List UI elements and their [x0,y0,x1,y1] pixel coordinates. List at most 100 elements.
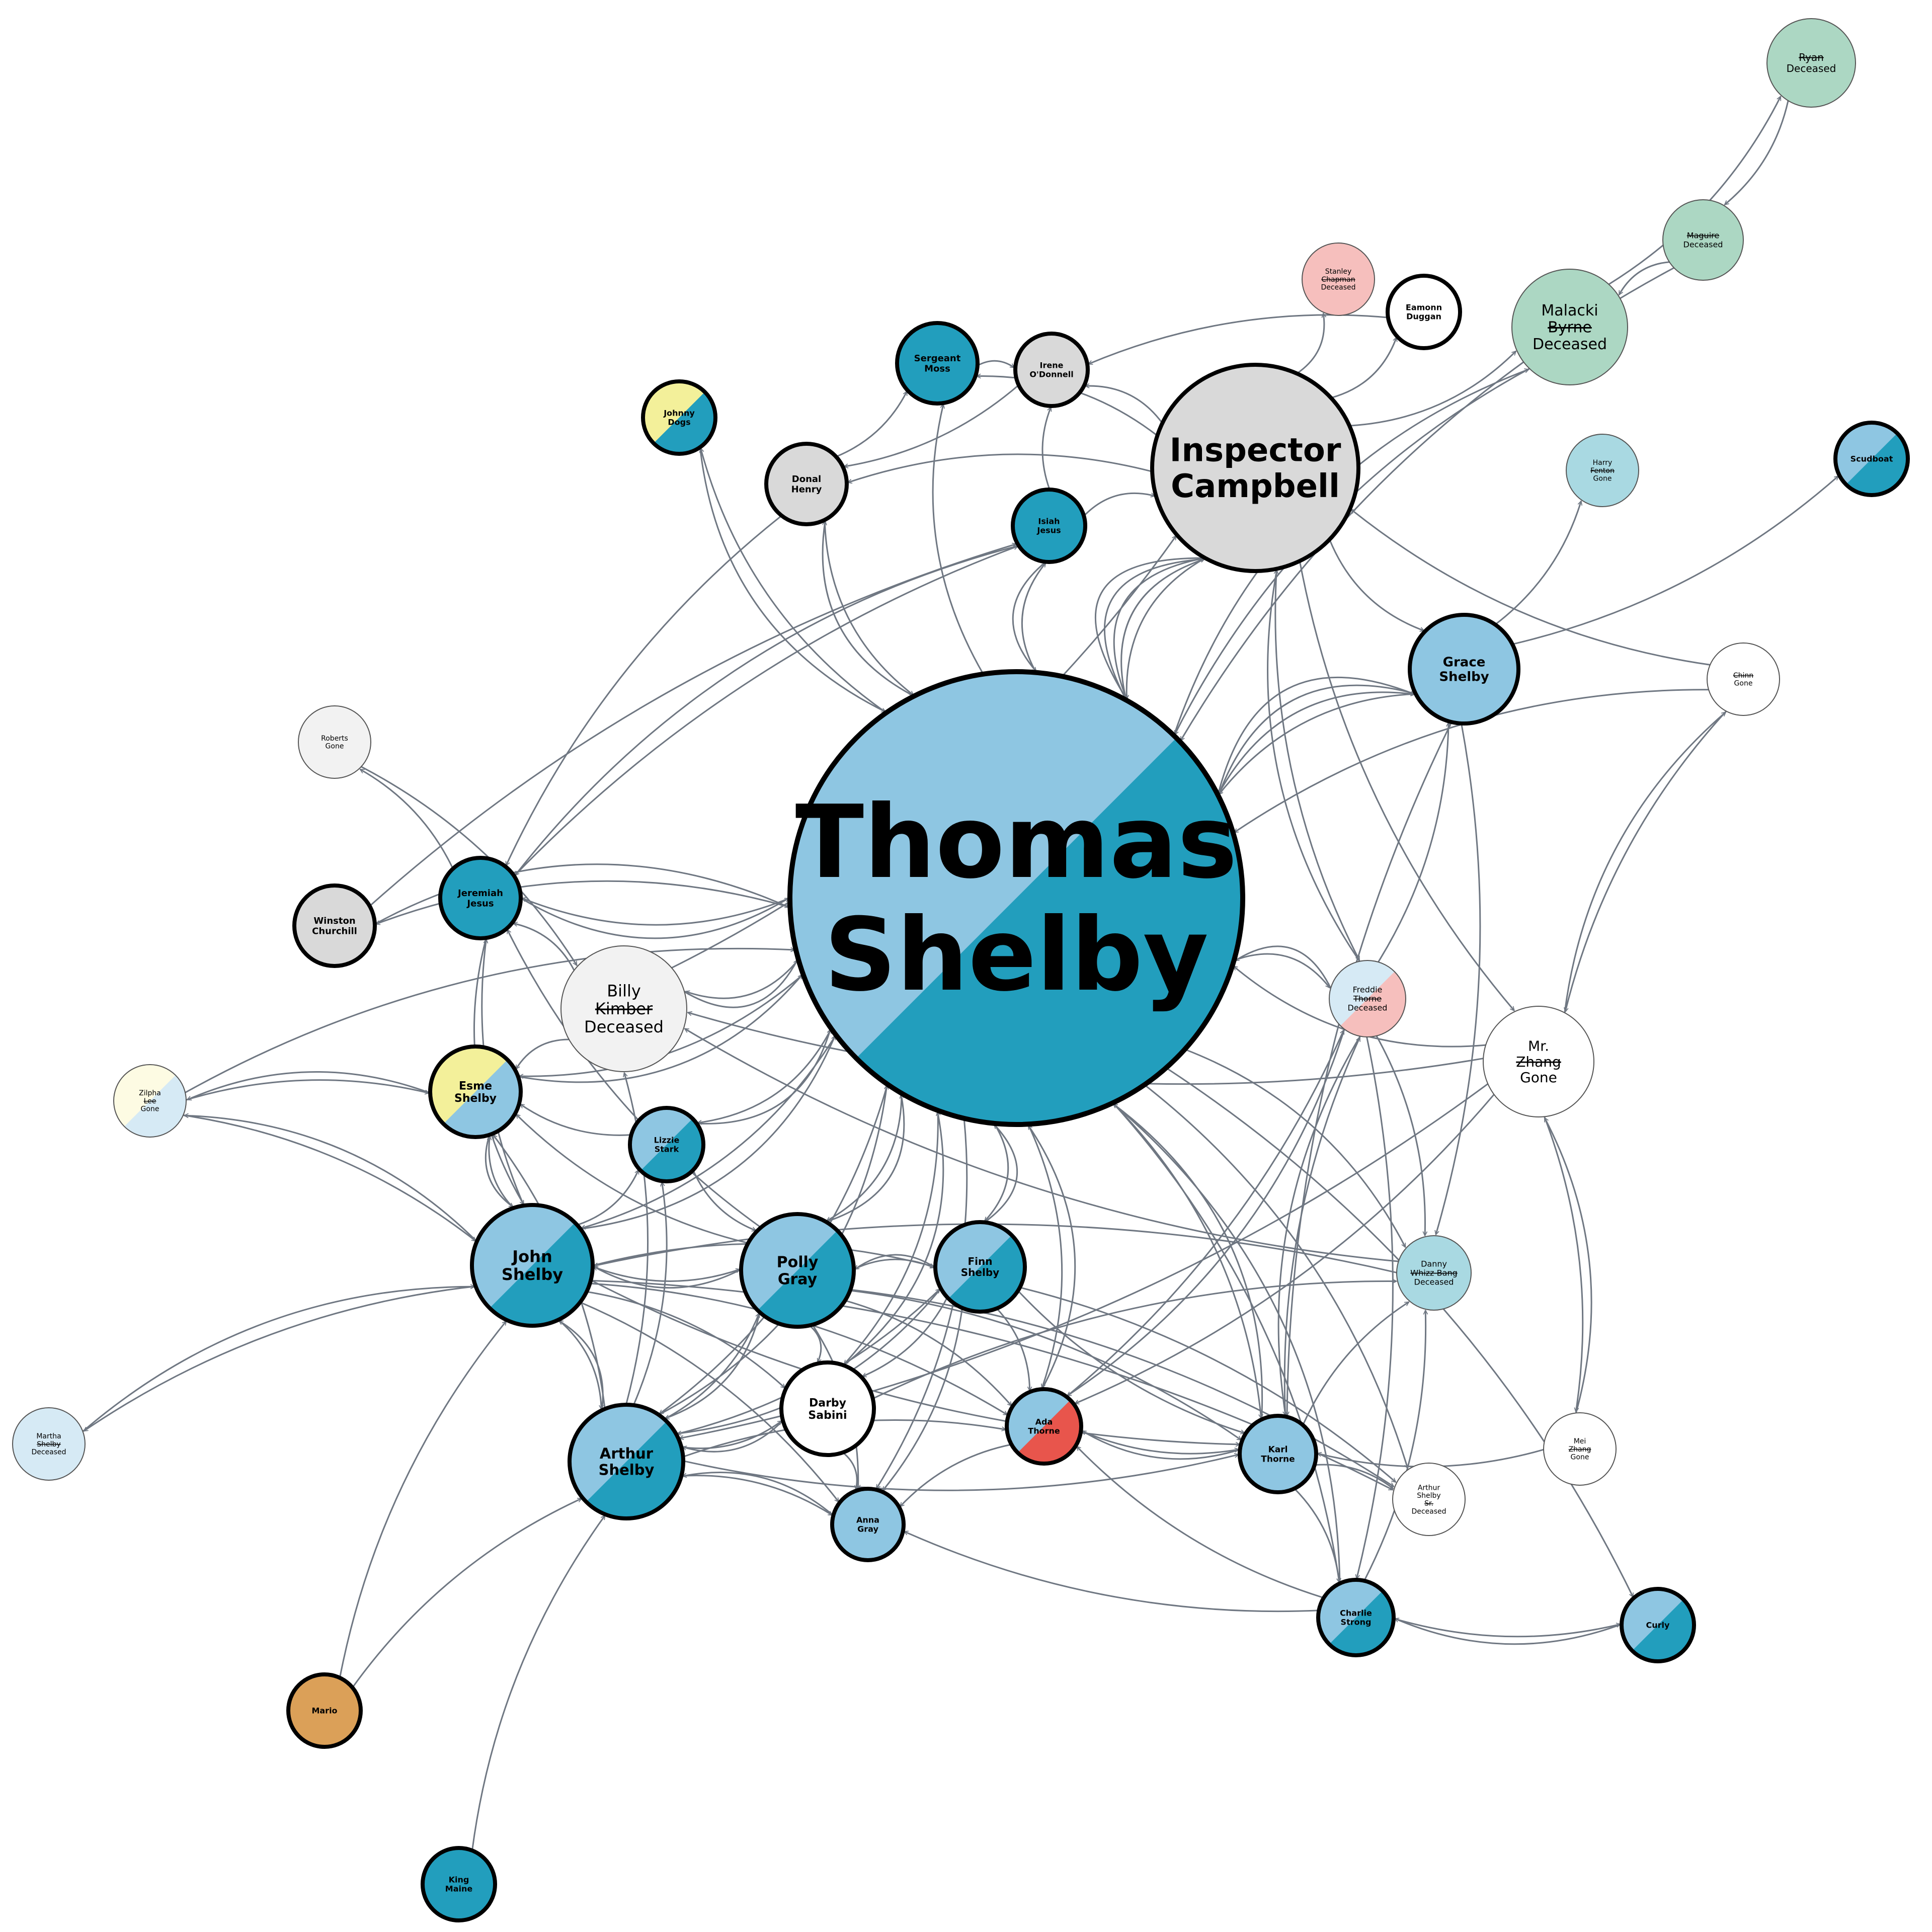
node-mario[interactable]: Mario [286,1672,363,1749]
node-isiah-label-line: Isiah [1038,517,1060,526]
node-curly-fill-b [1632,1599,1694,1661]
node-lizzie-label-line: Lizzie [654,1136,680,1145]
node-curly[interactable]: Curly [1620,1587,1696,1663]
edge-thomas-to-johnny [701,448,887,713]
node-curly-label-line: Curly [1646,1621,1670,1630]
node-billy-label-line: Kimber [595,999,653,1018]
node-thomas-circle [787,669,1245,1127]
edge-zhang-to-ada [1075,1094,1495,1404]
edge-layer [82,96,1839,1851]
edge-john-to-lizzie [577,1170,639,1226]
node-arthursr-circle [1392,1463,1466,1536]
edge-chinn-to-campbell [1351,509,1711,666]
edge-grace-to-thomas [1219,684,1416,794]
edge-isiah-to-jeremiah [514,544,1019,875]
node-johnny-label-line: Dogs [668,418,690,427]
edge-darby-to-thomas [843,1111,944,1366]
node-scudboat[interactable]: Scudboat [1833,421,1910,497]
edge-ryan-to-maguire [1725,100,1789,205]
node-karl-label-line: Karl [1268,1444,1288,1455]
node-isiah-label-line: Jesus [1036,526,1061,535]
edge-polly-to-darby [809,1325,822,1362]
node-polly-circle [739,1212,856,1329]
edge-thomas-to-esme [519,974,804,1076]
edge-ada-to-freddie [1066,1030,1345,1398]
node-zilpha-circle [113,1064,187,1138]
edge-thomas-to-karl [1112,1102,1261,1418]
node-arthursr-label-line: Sr. [1424,1500,1433,1508]
edge-finn-to-polly [855,1254,936,1270]
edge-polly-to-john [594,1265,742,1289]
edge-maguire-to-malacki [1618,261,1670,295]
edge-finn-to-arthursr [1019,1286,1396,1482]
node-finn-label-line: Finn [968,1255,993,1267]
edge-charlie-to-ada [1077,1446,1324,1599]
edge-karl-to-ada [1082,1430,1240,1460]
node-donal-label-line: Henry [791,484,822,495]
node-stanley-label-line: Deceased [1321,284,1355,292]
node-freddie-fill-b [1340,972,1406,1037]
edge-john-to-zilpha [184,1115,477,1242]
edge-john-to-martha [84,1285,476,1432]
edge-charlie-to-thomas [1113,1104,1341,1584]
edge-lizzie-to-polly [692,1169,756,1231]
node-winston-circle [292,883,377,968]
node-thomas-label-line: Thomas [795,784,1238,901]
edge-donal-to-thomas [824,520,914,696]
node-lizzie-circle [628,1106,705,1183]
edge-darby-to-anna [842,1452,857,1490]
node-freddie-label-line: Freddie [1353,985,1383,995]
node-zilpha-fill-b [124,1075,186,1137]
edge-thomas-to-grace [1217,676,1415,795]
node-harry-label-line: Fenton [1590,467,1615,475]
node-maguire-label-line: Deceased [1683,240,1723,250]
node-chinn-label-line: Chinn [1733,672,1753,680]
node-ada-fill-b [1017,1400,1081,1464]
edge-campbell-to-malacki [1349,351,1516,427]
edge-john-to-arthur [557,1319,601,1409]
edge-thomas-to-finn [985,1123,1009,1222]
node-martha-label-line: Martha [36,1432,61,1440]
edge-thomas-to-charlie [1112,1102,1339,1583]
edge-karl-to-thomas [1113,1103,1263,1420]
edge-arthur-to-lizzie [632,1182,668,1406]
